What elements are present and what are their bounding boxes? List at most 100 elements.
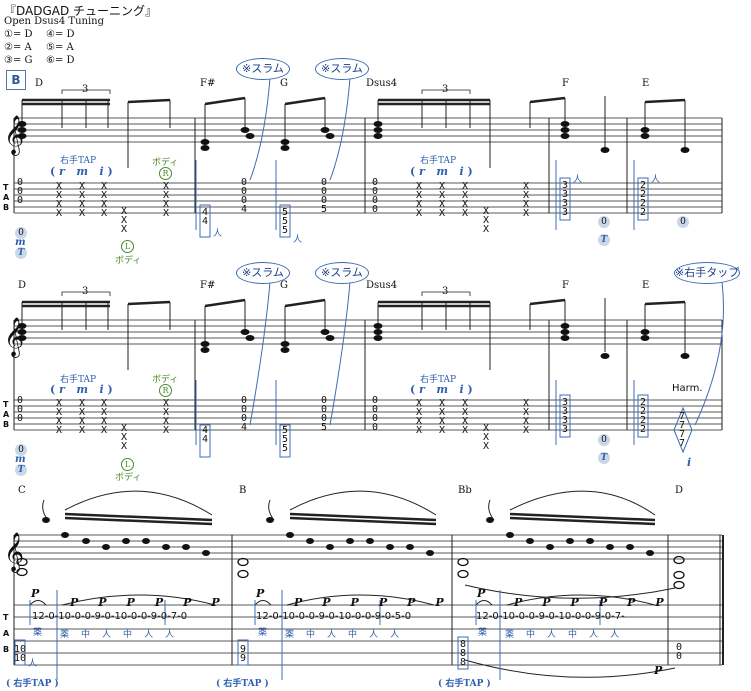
hito-mark-3: 人	[573, 175, 583, 185]
tab-system-2	[14, 399, 722, 431]
pull-off-row-2: PPPPPP	[294, 596, 464, 609]
svg-text:𝄞: 𝄞	[4, 115, 24, 156]
staff-system-2	[14, 319, 722, 345]
thumb-mark-2: T	[598, 234, 610, 246]
hito-mark-1: 人	[213, 229, 223, 239]
chord-g-1: G	[280, 78, 288, 89]
tuning-string-6: ⑥= D	[46, 55, 75, 66]
right-hand-tap-paren-2: ( 右手TAP )	[216, 679, 269, 689]
right-hand-tap-label-1: 右手TAP	[60, 156, 97, 166]
pull-off-p-3: P	[477, 587, 486, 600]
finger-kanji-3: 薬	[478, 628, 488, 638]
svg-text:A: A	[3, 629, 10, 638]
svg-text:𝄞: 𝄞	[4, 317, 24, 358]
chord-d-2: D	[18, 280, 27, 291]
open-zero-5: 0	[598, 434, 610, 446]
middle-finger-mark-1: m	[15, 237, 26, 248]
pull-off-row-3: PPPPPP	[514, 596, 684, 609]
svg-text:T: T	[3, 400, 9, 409]
open-zero-3: 0	[677, 216, 689, 228]
tuning-string-2: ②= A	[4, 42, 32, 53]
finger-group-3: ( r m i )	[50, 383, 113, 396]
chord-g-2: G	[280, 280, 288, 291]
triplet-mark-1: 3	[82, 84, 89, 95]
tuning-subtitle: Open Dsus4 Tuning	[4, 16, 104, 27]
tab-line-c: 12-0-10-0-0-9-0-10-0-0-9-0-7-0	[32, 611, 188, 622]
slam-callout-3: ※スラム	[236, 262, 290, 284]
chord-dsus4-2: Dsus4	[366, 280, 398, 291]
low-hito-mark: 人	[28, 659, 38, 669]
circle-r-2: R	[159, 384, 172, 397]
circle-l-1: L	[121, 240, 134, 253]
chord-dsus4-1: Dsus4	[366, 78, 398, 89]
tuning-string-5: ⑤= A	[46, 42, 74, 53]
circle-r-1: R	[159, 167, 172, 180]
finger-group-1: ( r m i )	[50, 165, 113, 178]
chord-f-1: F	[562, 78, 569, 89]
tab-line-bb: 12-0-10-0-0-9-0-10-0-0-9-0-7-	[476, 611, 625, 622]
right-hand-tap-paren-3: ( 右手TAP )	[438, 679, 491, 689]
thumb-mark-4: T	[598, 452, 610, 464]
pull-off-p-2: P	[256, 587, 265, 600]
harmonics-label: Harm.	[672, 383, 703, 394]
triplet-mark-2: 3	[442, 84, 449, 95]
tuning-string-4: ④= D	[46, 29, 75, 40]
body-label-low-1: ボディ	[115, 256, 142, 266]
finger-group-4: ( r m i )	[410, 383, 473, 396]
chord-e-1: E	[642, 78, 650, 89]
finger-kanji-row-1: 薬中人中人人	[60, 630, 187, 640]
svg-text:T: T	[3, 183, 9, 192]
open-zero-1: 0	[15, 227, 27, 239]
chord-fsharp-2: F#	[200, 280, 216, 291]
svg-text:B: B	[3, 420, 9, 429]
hito-mark-4: 人	[651, 175, 661, 185]
chord-b: B	[239, 485, 247, 496]
thumb-mark-1: T	[15, 247, 27, 259]
finger-group-2: ( r m i )	[410, 165, 473, 178]
open-zero-2: 0	[598, 216, 610, 228]
staff-system-1	[14, 117, 722, 143]
slam-callout-1: ※スラム	[236, 58, 290, 80]
hito-mark-2: 人	[293, 235, 303, 245]
svg-text:A: A	[3, 410, 10, 419]
svg-text:B: B	[3, 203, 9, 212]
chord-f-2: F	[562, 280, 569, 291]
pull-off-row-1: PPPPPP	[70, 596, 240, 609]
section-marker-b: B	[6, 70, 26, 90]
chord-c: C	[18, 485, 26, 496]
page-title: 『DADGAD チューニング』	[4, 4, 158, 18]
thumb-mark-3: T	[15, 464, 27, 476]
